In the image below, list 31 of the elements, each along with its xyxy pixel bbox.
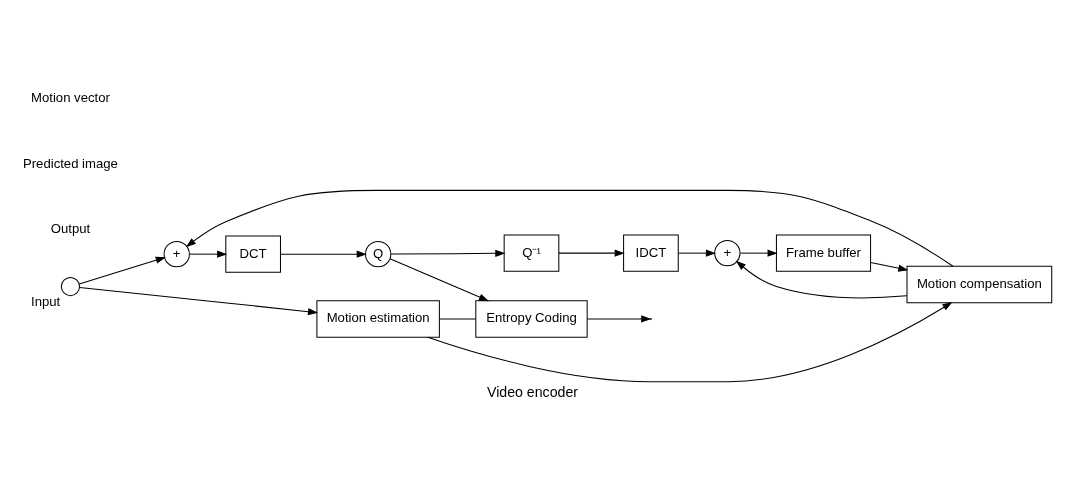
node-circle: +	[714, 239, 741, 267]
node-box: Motion compensation	[906, 265, 1053, 304]
arrow	[677, 249, 717, 257]
label: Output	[50, 221, 91, 237]
arrow	[389, 258, 490, 302]
arrow	[870, 262, 909, 272]
node-label: Input	[31, 294, 61, 310]
arrow	[390, 249, 506, 257]
node-box: Entropy Coding	[475, 300, 588, 338]
node-box: DCT	[225, 235, 281, 273]
arrow	[739, 249, 778, 257]
caption: Video encoder	[486, 384, 579, 401]
label: Motion vector	[31, 89, 110, 105]
node-box: Frame buffer	[775, 234, 872, 272]
arrow	[79, 286, 319, 316]
node-circle	[60, 276, 81, 297]
arrow	[558, 249, 625, 257]
arrow	[586, 315, 652, 323]
node-box: IDCT	[623, 234, 679, 272]
node-circle: Q	[365, 241, 392, 268]
label: Predicted image	[22, 155, 118, 171]
node-circle: +	[163, 241, 190, 268]
arrow	[185, 189, 954, 267]
node-box: Q⁻¹	[503, 234, 560, 272]
arrow	[189, 250, 228, 258]
arrow	[735, 260, 908, 299]
node-box: Motion estimation	[316, 300, 440, 338]
connector	[438, 318, 476, 320]
arrow	[280, 250, 367, 258]
arrow	[78, 256, 166, 285]
arrow	[427, 301, 953, 383]
